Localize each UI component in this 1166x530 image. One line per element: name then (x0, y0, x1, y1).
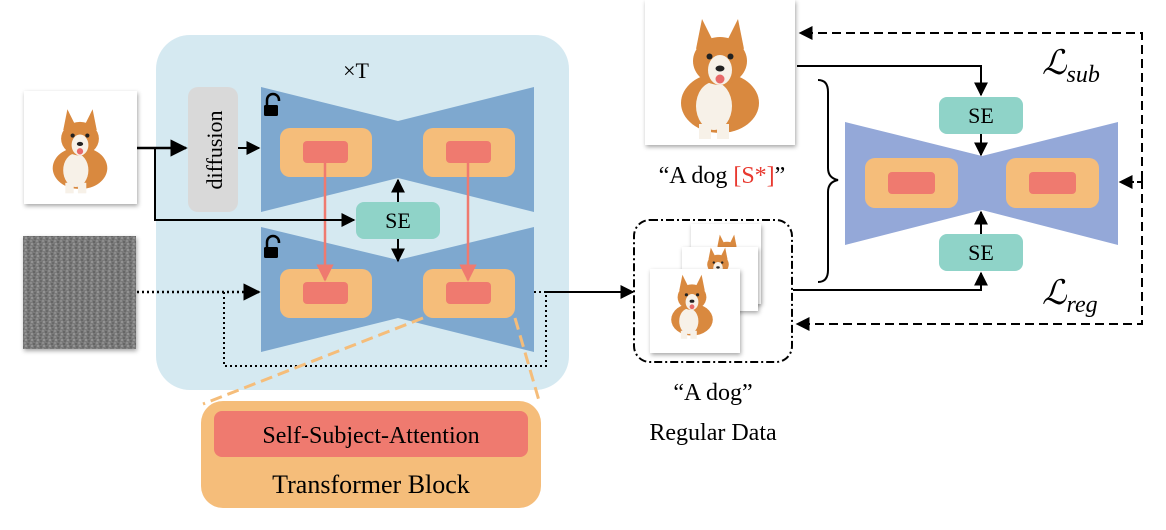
loss-reg-arrow (795, 180, 1143, 331)
attention-block (1029, 172, 1076, 194)
zoom-line (202, 316, 424, 406)
diffusion-label: diffusion (202, 110, 227, 189)
diffusion-box (188, 87, 238, 212)
regular-prompt: “A dog” (673, 380, 752, 406)
se-block-top (939, 97, 1023, 134)
self-subject-attention-detail (214, 411, 528, 457)
lock-icon (264, 234, 281, 258)
brace (817, 79, 839, 283)
noise-image (23, 236, 136, 349)
regular-dog-photo (650, 269, 740, 353)
se-label: SE (968, 240, 994, 265)
zoom-line (513, 317, 542, 405)
loop-line (223, 291, 547, 367)
loss-reg-label: ℒreg (1042, 275, 1098, 318)
subject-to-se-arrow (797, 65, 988, 97)
attention-block (303, 141, 348, 163)
se-label: SE (385, 208, 411, 233)
input-to-se-arrow (154, 148, 356, 227)
times-t-label: ×T (343, 58, 369, 83)
unet-lower (261, 227, 534, 352)
loss-sub-arrow (798, 26, 1143, 180)
self-subject-attention-label: Self-Subject-Attention (262, 423, 479, 449)
unet-upper (261, 87, 534, 212)
subject-prompt: “A dog [S*]” (659, 163, 786, 189)
loss-sub-label: ℒsub (1042, 45, 1100, 88)
se-block-bottom (939, 234, 1023, 271)
subject-dog-photo (645, 0, 795, 145)
attention-block (446, 282, 491, 304)
attention-block (446, 141, 491, 163)
se-label: SE (968, 103, 994, 128)
regular-data-caption: Regular Data (649, 420, 777, 446)
regular-data-frame (633, 219, 793, 363)
transformer-block-label: Transformer Block (272, 470, 470, 499)
input-dog-photo (24, 91, 137, 204)
attention-block (303, 282, 348, 304)
lock-icon (264, 92, 281, 116)
regular-to-se-arrow (793, 271, 988, 291)
attention-block (888, 172, 935, 194)
se-block-center (356, 202, 440, 239)
unet-right (845, 122, 1118, 245)
